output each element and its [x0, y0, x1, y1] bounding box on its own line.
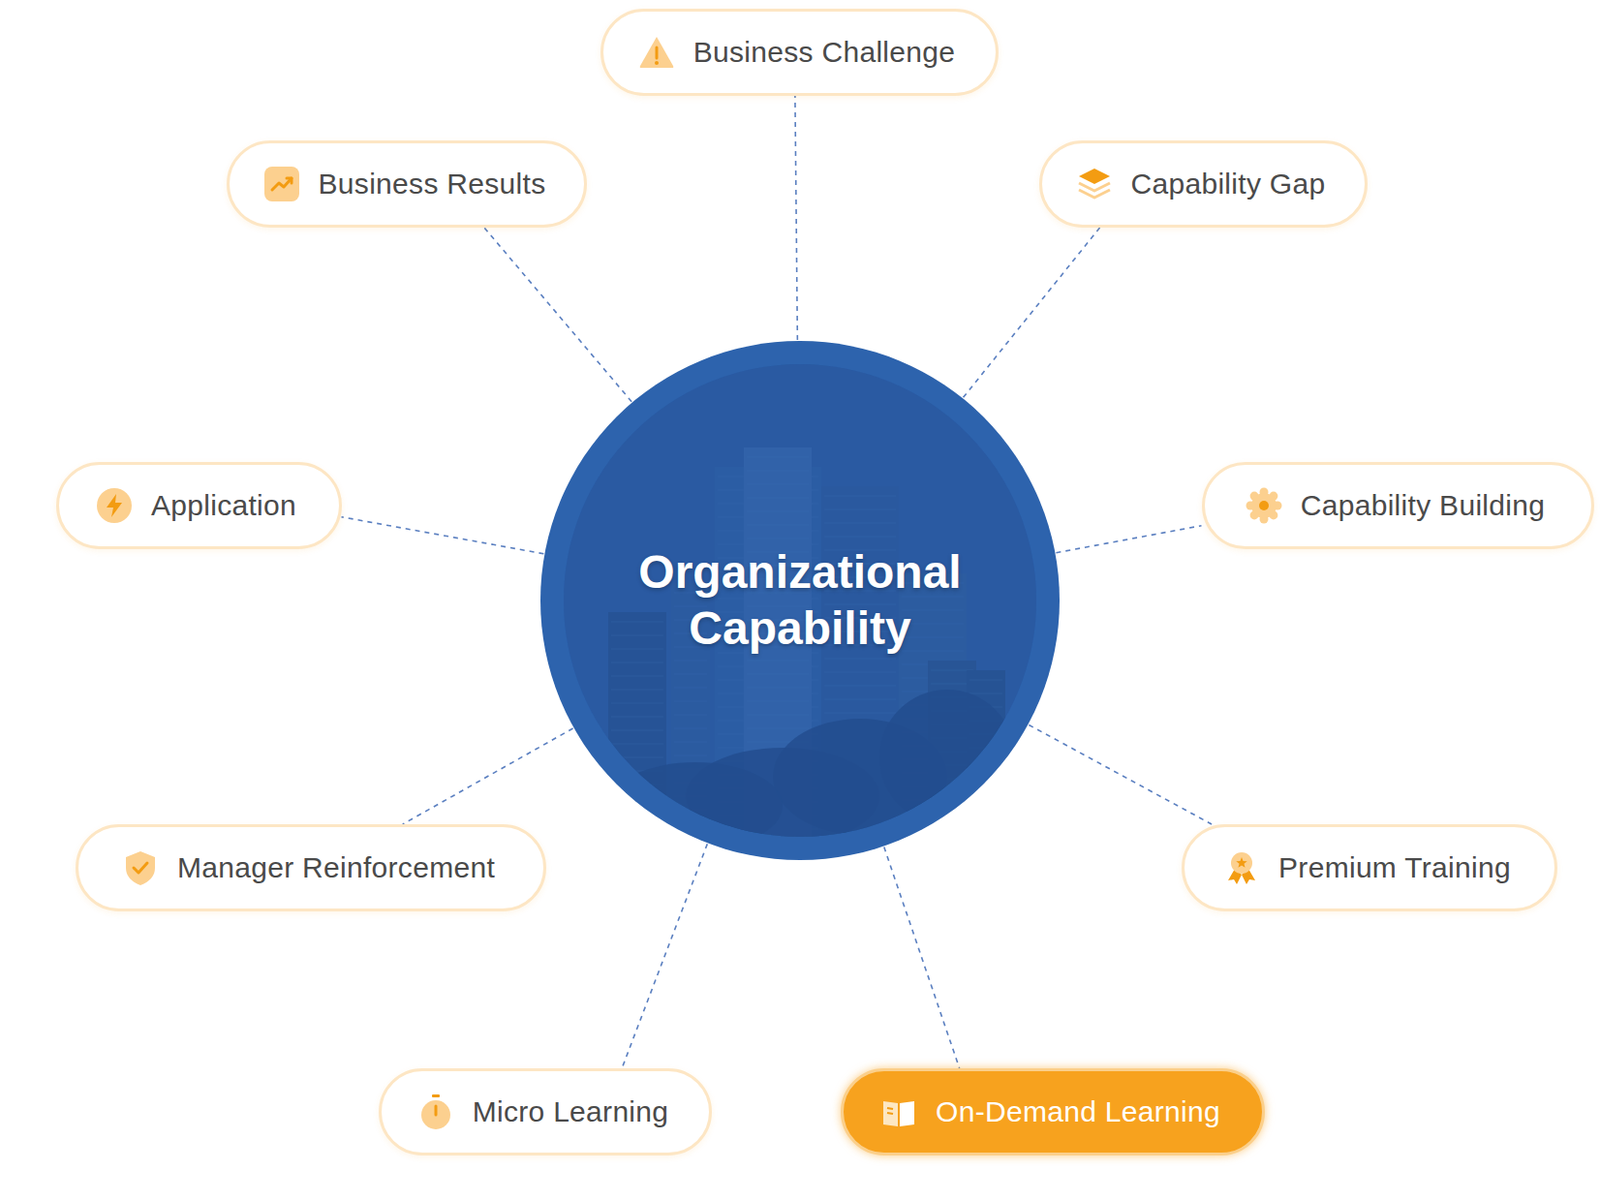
node-icon: [1222, 848, 1262, 888]
topic-pill: Business Results: [226, 140, 587, 228]
topic-pill: Premium Training: [1181, 824, 1558, 912]
dashed-connector: [963, 227, 1101, 398]
node-icon: [1244, 486, 1284, 525]
topic-label: Business Results: [318, 167, 547, 201]
dashed-connector: [402, 728, 574, 825]
topic-pill: On-Demand Learning: [840, 1068, 1265, 1156]
topic-label: Application: [151, 489, 297, 523]
node-icon: [637, 32, 677, 72]
topic-label: Micro Learning: [472, 1095, 670, 1129]
dashed-connector: [1028, 724, 1212, 825]
dashed-connector: [884, 847, 960, 1069]
topic-label: Manager Reinforcement: [177, 851, 495, 885]
dashed-connector: [795, 95, 798, 340]
node-icon: [1075, 164, 1114, 204]
topic-label: Capability Gap: [1131, 167, 1326, 201]
dashed-connector: [621, 843, 708, 1069]
dashed-connector: [341, 517, 545, 554]
topic-pill: Capability Building: [1201, 461, 1595, 550]
dashed-connector: [1055, 525, 1201, 554]
topic-pill: Micro Learning: [378, 1068, 712, 1156]
topic-pill: Application: [56, 461, 342, 550]
topic-label: Business Challenge: [693, 35, 956, 69]
hub-circle: Organizational Capability: [540, 340, 1060, 861]
topic-pill: Capability Gap: [1039, 140, 1368, 228]
node-icon: [879, 1092, 919, 1132]
topic-pill: Business Challenge: [600, 8, 999, 96]
node-icon: [416, 1092, 456, 1132]
topic-pill: Manager Reinforcement: [75, 824, 547, 912]
topic-label: Capability Building: [1300, 489, 1546, 523]
topic-label: On-Demand Learning: [935, 1095, 1221, 1129]
topic-label: Premium Training: [1278, 851, 1511, 885]
node-icon: [121, 848, 160, 888]
node-icon: [262, 164, 302, 204]
hub-title: Organizational Capability: [596, 544, 1004, 656]
hub-disc: [540, 340, 1060, 861]
node-icon: [94, 486, 134, 525]
dashed-connector: [484, 227, 632, 402]
